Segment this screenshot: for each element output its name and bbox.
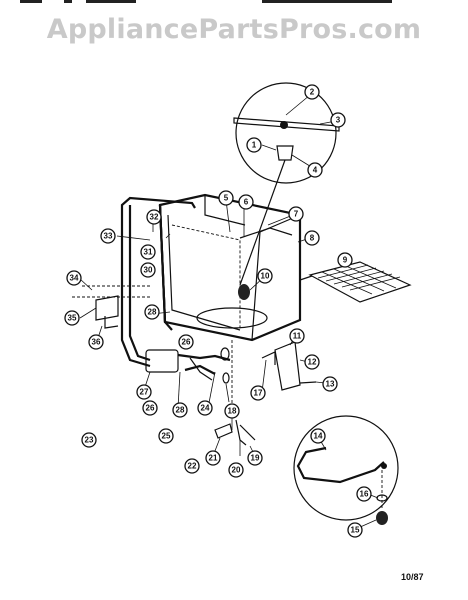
callout-1: 1: [246, 137, 262, 153]
callout-36: 36: [88, 334, 104, 350]
mounting-bracket-left: [72, 285, 150, 329]
callout-24: 24: [197, 400, 213, 416]
callout-25-label: 25: [162, 432, 171, 441]
callout-8-label: 8: [310, 234, 315, 243]
callout-29: 28: [144, 304, 160, 320]
callout-26b: 26: [142, 400, 158, 416]
callout-29-label: 28: [148, 308, 157, 317]
top-edge-bar-right: [262, 0, 392, 3]
callout-17: 17: [250, 385, 266, 401]
callout-11-label: 11: [293, 332, 302, 341]
hose-detail: [293, 415, 399, 525]
callout-4-label: 4: [313, 166, 318, 175]
callout-30a-label: 30: [144, 266, 153, 275]
spray-arm-hub: [276, 145, 294, 161]
callout-11: 11: [289, 328, 305, 344]
callout-27: 27: [136, 384, 152, 400]
callout-32: 32: [146, 209, 162, 225]
callout-33: 33: [100, 228, 116, 244]
callout-15-label: 15: [351, 526, 360, 535]
callout-16-label: 16: [360, 490, 369, 499]
callout-12: 12: [304, 354, 320, 370]
top-edge-bar-center: [86, 0, 136, 3]
callout-16: 16: [356, 486, 372, 502]
callout-30a: 30: [140, 262, 156, 278]
callout-20-label: 20: [232, 466, 241, 475]
callout-12-label: 12: [308, 358, 317, 367]
callout-26b-label: 26: [146, 404, 155, 413]
callout-17-label: 17: [254, 389, 263, 398]
callout-9: 9: [337, 252, 353, 268]
spray-arm-leader: [239, 159, 286, 286]
dish-rack-detail: [299, 261, 412, 303]
callout-5-label: 5: [224, 194, 229, 203]
callout-7: 7: [288, 206, 304, 222]
callout-2: 2: [304, 84, 320, 100]
callout-31: 31: [140, 244, 156, 260]
callout-24-label: 24: [201, 404, 210, 413]
callout-23-label: 23: [85, 436, 94, 445]
callout-13: 13: [322, 376, 338, 392]
callout-8: 8: [304, 230, 320, 246]
callout-9-label: 9: [343, 256, 348, 265]
callout-7-label: 7: [294, 210, 299, 219]
pump-motor-assembly: [145, 347, 231, 384]
callout-18-label: 18: [228, 407, 237, 416]
callout-27-label: 27: [140, 388, 149, 397]
wash-impeller: [238, 284, 250, 300]
callout-1-label: 1: [252, 141, 257, 150]
callout-19-label: 19: [251, 454, 260, 463]
callout-19: 19: [247, 450, 263, 466]
callout-3-label: 3: [336, 116, 341, 125]
callout-26a: 26: [178, 334, 194, 350]
watermark: AppliancePartsPros.com: [46, 14, 422, 45]
mounting-bracket-right: [261, 341, 317, 391]
callout-23: 23: [81, 432, 97, 448]
callout-35: 35: [64, 310, 80, 326]
callout-34: 34: [66, 270, 82, 286]
supply-tubes: [120, 196, 196, 368]
callout-33-label: 33: [104, 232, 113, 241]
spray-arm-detail: [233, 82, 340, 286]
callout-35-label: 35: [68, 314, 77, 323]
callout-28: 28: [172, 402, 188, 418]
callout-26a-label: 26: [182, 338, 191, 347]
callout-6: 6: [238, 194, 254, 210]
top-edge-bar-mid: [64, 0, 72, 3]
callout-10-label: 10: [261, 272, 270, 281]
callout-34-label: 34: [70, 274, 79, 283]
callout-13-label: 13: [326, 380, 335, 389]
callout-32-label: 32: [150, 213, 159, 222]
callout-25: 25: [158, 428, 174, 444]
callout-36-label: 36: [92, 338, 101, 347]
callout-18: 18: [224, 403, 240, 419]
callout-31-label: 31: [144, 248, 153, 257]
spray-arm: [233, 117, 340, 132]
callout-22-label: 22: [188, 462, 197, 471]
callout-14-label: 14: [314, 432, 323, 441]
callout-21-label: 21: [209, 454, 218, 463]
top-edge-bar-left: [20, 0, 42, 3]
callout-2-label: 2: [310, 88, 315, 97]
callout-14: 14: [310, 428, 326, 444]
callout-6-label: 6: [244, 198, 249, 207]
leader-lines: [79, 94, 379, 529]
callout-3: 3: [330, 112, 346, 128]
spray-arm-nut: [280, 121, 288, 129]
callout-21: 21: [205, 450, 221, 466]
callout-20: 20: [228, 462, 244, 478]
callout-5: 5: [218, 190, 234, 206]
dishwasher-tub: [158, 193, 302, 342]
callout-15: 15: [347, 522, 363, 538]
tub-sump: [196, 307, 268, 329]
callout-10: 10: [257, 268, 273, 284]
date-code: 10/87: [401, 572, 424, 582]
callout-4: 4: [307, 162, 323, 178]
callout-28-label: 28: [176, 406, 185, 415]
callout-22: 22: [184, 458, 200, 474]
